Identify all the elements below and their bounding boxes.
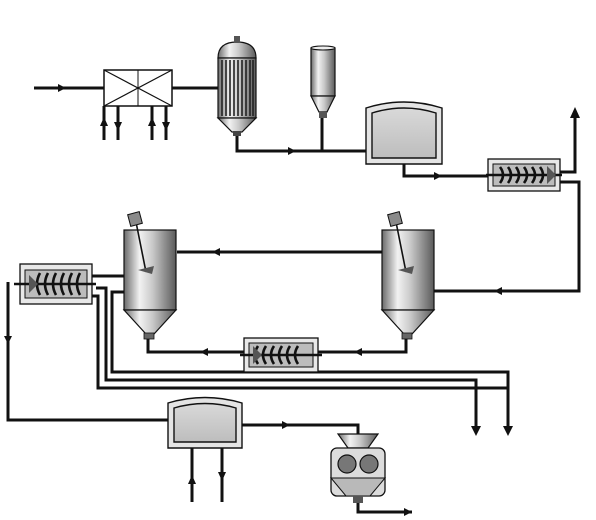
pipe-tank1-to-screw1 [402, 164, 488, 178]
screw-conveyor-2 [240, 337, 322, 373]
flow-arrow [494, 287, 502, 295]
flow-arrow [288, 147, 296, 155]
flow-arrow [503, 426, 513, 436]
pipe-screw3-outlet-a [96, 286, 478, 428]
pipe-vessel-right-to-screw2 [318, 338, 408, 354]
flow-arrow [212, 248, 220, 256]
flow-arrow [148, 117, 156, 126]
heat-exchanger [103, 69, 173, 107]
flow-arrow [162, 122, 170, 131]
agitated-vessel-left [122, 211, 178, 340]
flow-arrow [570, 107, 580, 118]
pipe-vessel-left-bottom [110, 290, 510, 428]
roller-mill [329, 433, 387, 503]
screw-conveyor-1 [486, 158, 562, 192]
flow-arrow [354, 348, 362, 356]
flow-arrow [404, 508, 412, 516]
flow-arrow [282, 421, 290, 429]
feed-hopper [310, 45, 336, 118]
flow-arrow [100, 117, 108, 126]
pipe-mill-outlet [356, 503, 412, 514]
pipe-screw1-to-vessel-right [434, 180, 581, 293]
screw-conveyor-3 [14, 263, 96, 305]
holding-tank-2 [167, 396, 243, 449]
flow-arrow [58, 84, 66, 92]
pipe-screw2-to-vessel-left [146, 338, 244, 354]
flow-arrow [4, 336, 12, 344]
pipe-network [4, 84, 581, 516]
pipe-screw1-vent [560, 116, 577, 174]
flow-arrow [471, 426, 481, 436]
flow-arrow [114, 122, 122, 131]
tube-bundle-column [216, 36, 258, 136]
holding-tank-1 [365, 101, 443, 165]
pipe-screw3-down [6, 282, 168, 422]
flow-arrow [434, 172, 442, 180]
pipe-column-to-tank1 [235, 134, 367, 153]
flow-arrow [188, 475, 196, 484]
agitated-vessel-right [380, 211, 436, 340]
flow-arrow [218, 472, 226, 481]
flow-arrow [200, 348, 208, 356]
